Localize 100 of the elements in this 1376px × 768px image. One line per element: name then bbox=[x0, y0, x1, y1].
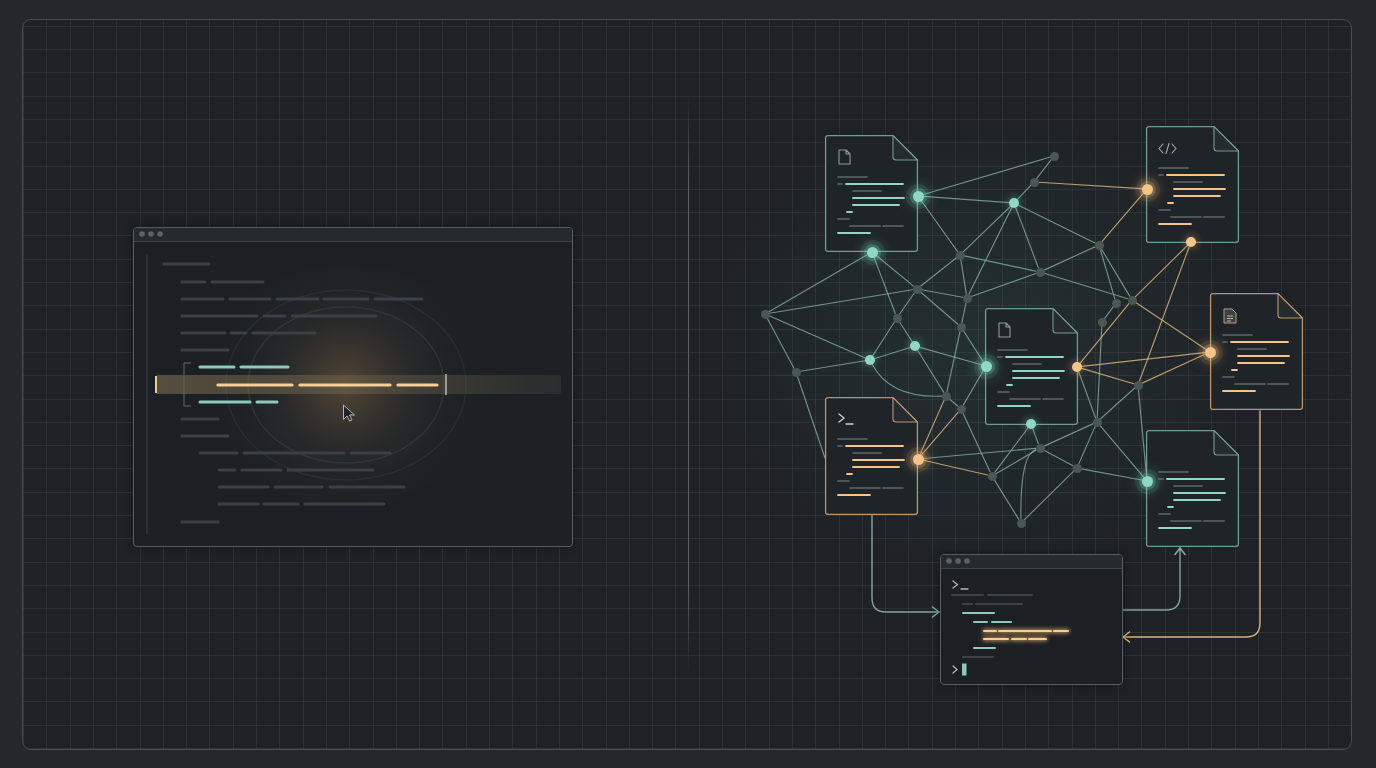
network-dot bbox=[892, 313, 902, 323]
connector-line bbox=[1134, 244, 1188, 298]
document-card bbox=[1146, 430, 1239, 547]
connector-line bbox=[1017, 204, 1096, 244]
connector-line bbox=[871, 363, 943, 397]
arrow bbox=[871, 514, 940, 618]
connector-line bbox=[872, 321, 896, 357]
network-dot bbox=[1049, 151, 1059, 161]
network-dot bbox=[1035, 267, 1045, 277]
connector-line bbox=[1100, 248, 1131, 297]
connector-line bbox=[1135, 301, 1206, 350]
document-card bbox=[1146, 126, 1239, 243]
connector-line bbox=[922, 156, 1051, 196]
connector-line bbox=[1139, 246, 1190, 382]
connector-line bbox=[962, 370, 984, 406]
network-dot bbox=[1141, 475, 1153, 487]
network-dot bbox=[987, 471, 997, 481]
network-dot bbox=[1127, 295, 1137, 305]
connector-line bbox=[768, 289, 914, 314]
network-dot bbox=[1029, 177, 1039, 187]
network-dot bbox=[980, 360, 992, 372]
connector-line bbox=[1101, 192, 1144, 243]
connector-line bbox=[1141, 353, 1206, 384]
network-dot bbox=[1072, 463, 1082, 473]
network-dot bbox=[791, 367, 801, 377]
connector-line bbox=[1099, 387, 1136, 420]
connector-line bbox=[1036, 159, 1052, 179]
network-dot bbox=[760, 309, 770, 319]
connector-line bbox=[1099, 424, 1144, 478]
network-dot bbox=[912, 284, 922, 294]
connector-line bbox=[1023, 470, 1075, 521]
network-dot bbox=[1204, 346, 1216, 358]
network-dot bbox=[1141, 183, 1153, 195]
network-dot bbox=[1072, 362, 1082, 372]
network-dot bbox=[941, 391, 951, 401]
connector-line bbox=[970, 272, 1037, 298]
network-dot bbox=[912, 453, 924, 465]
network-dot bbox=[910, 341, 920, 351]
connector-line bbox=[994, 427, 1029, 473]
connector-line bbox=[1078, 425, 1096, 465]
network-dot bbox=[1133, 380, 1143, 390]
network-dot bbox=[866, 246, 878, 258]
connector-line bbox=[766, 317, 795, 369]
connector-line bbox=[1032, 428, 1039, 445]
document-card bbox=[1210, 293, 1303, 410]
connector-line bbox=[922, 195, 1010, 204]
connector-line bbox=[796, 375, 826, 459]
connector-line bbox=[917, 349, 945, 393]
network-dot bbox=[1111, 298, 1121, 308]
connector-line bbox=[1099, 248, 1116, 300]
connector-line bbox=[1043, 246, 1096, 271]
connector-line bbox=[768, 315, 866, 359]
connector-line bbox=[1079, 302, 1130, 364]
connector-line bbox=[1020, 448, 1037, 520]
connector-line bbox=[948, 398, 959, 407]
connector-line bbox=[1104, 306, 1114, 319]
connector-line bbox=[919, 399, 945, 455]
connector-line bbox=[962, 330, 984, 362]
connector-line bbox=[873, 256, 896, 315]
connector-line bbox=[919, 346, 982, 366]
connector-line bbox=[919, 257, 958, 287]
connector-line bbox=[768, 254, 868, 313]
connector-line bbox=[962, 412, 991, 473]
connector-line bbox=[898, 321, 913, 343]
connector-line bbox=[875, 254, 915, 287]
network-dot bbox=[1009, 198, 1019, 208]
arrow bbox=[1122, 410, 1261, 643]
arrow bbox=[1122, 547, 1186, 611]
connector-line bbox=[920, 199, 958, 252]
connector-line bbox=[946, 330, 961, 393]
network-dot bbox=[1035, 443, 1045, 453]
connector-line bbox=[922, 459, 989, 476]
connector-line bbox=[922, 447, 1037, 460]
connector-line bbox=[993, 479, 1020, 520]
connector-line bbox=[1043, 423, 1094, 447]
network-dot bbox=[912, 190, 924, 202]
network-dot bbox=[962, 293, 972, 303]
network-dot bbox=[1186, 237, 1196, 247]
connector-line bbox=[921, 411, 959, 456]
connector-line bbox=[1080, 468, 1143, 481]
connector-line bbox=[898, 292, 916, 315]
network-dot bbox=[955, 250, 965, 260]
connector-line bbox=[1043, 272, 1129, 300]
connector-line bbox=[1078, 371, 1097, 419]
document-card bbox=[985, 308, 1078, 425]
connector-line bbox=[1037, 181, 1143, 190]
connector-line bbox=[799, 360, 866, 372]
connector-line bbox=[1081, 352, 1206, 367]
connector-line bbox=[920, 289, 964, 298]
connector-line bbox=[1081, 367, 1135, 385]
document-card bbox=[825, 397, 918, 515]
connector-line bbox=[1015, 207, 1039, 269]
connector-line bbox=[961, 301, 967, 324]
network-dot bbox=[1094, 240, 1104, 250]
connector-line bbox=[1043, 449, 1074, 467]
document-card bbox=[825, 135, 918, 252]
network-dot bbox=[1097, 317, 1107, 327]
connector-line bbox=[874, 346, 911, 360]
network-dot bbox=[865, 355, 875, 365]
network-dot bbox=[1092, 417, 1102, 427]
